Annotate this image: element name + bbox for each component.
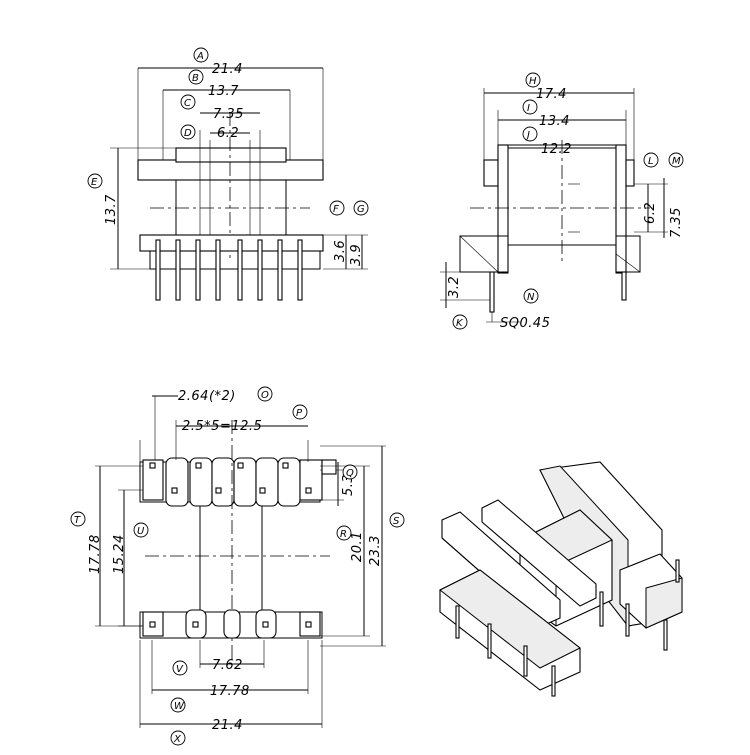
svg-text:M: M: [672, 156, 681, 167]
top-pin-holes: [149, 462, 312, 494]
callout-e: E: [87, 173, 103, 189]
iso-rail-bar-2: [481, 499, 597, 607]
callout-s: S: [389, 512, 405, 528]
callout-g: G: [353, 200, 369, 216]
svg-text:G: G: [357, 204, 365, 215]
svg-text:P: P: [296, 408, 303, 419]
callout-p: P: [292, 404, 308, 420]
isometric-view: [439, 461, 683, 697]
callout-o: O: [257, 386, 273, 402]
svg-text:K: K: [456, 318, 464, 329]
front-top-cap: [175, 147, 287, 163]
callout-q: Q: [342, 464, 358, 480]
dim-x: 21.4: [212, 718, 243, 733]
dim-r: 20.1: [350, 531, 365, 562]
svg-text:X: X: [173, 734, 182, 745]
side-view: 17.4 13.4 12.2 6.2 7.35 3.2 SQ0.45 H I J…: [440, 72, 684, 331]
svg-text:B: B: [192, 73, 199, 84]
front-flange: [137, 159, 324, 181]
svg-text:C: C: [184, 98, 191, 109]
side-pin-left: [489, 271, 495, 313]
front-pins: [155, 239, 303, 301]
front-base-lower: [149, 250, 321, 270]
svg-text:Q: Q: [346, 468, 354, 479]
dim-s: 23.3: [368, 535, 383, 566]
svg-text:I: I: [527, 103, 530, 114]
dim-e: 13.7: [104, 194, 119, 225]
callout-w: W: [170, 697, 186, 713]
bottom-view: 2.64(*2) 2.5*5=12.5 5.3 20.1 23.3 17.78 …: [70, 386, 405, 746]
side-left-flange-top: [483, 159, 499, 187]
dim-a: 21.4: [212, 62, 243, 77]
front-base: [139, 234, 324, 252]
callout-x: X: [170, 730, 186, 746]
dim-p: 2.5*5=12.5: [182, 419, 262, 434]
svg-text:F: F: [333, 204, 339, 215]
dim-k: 3.2: [447, 276, 462, 298]
side-left-wall: [497, 144, 509, 274]
dim-q: 5.3: [341, 474, 356, 496]
svg-text:D: D: [184, 128, 192, 139]
dim-c: 7.35: [213, 107, 244, 122]
svg-text:A: A: [196, 51, 204, 62]
callout-t: T: [70, 511, 86, 527]
dim-o: 2.64(*2): [178, 389, 236, 404]
svg-text:R: R: [340, 529, 347, 540]
side-right-flange-top: [625, 159, 635, 187]
dim-n: SQ0.45: [500, 316, 550, 331]
dim-b: 13.7: [208, 84, 239, 99]
callout-a: A: [193, 47, 209, 63]
callout-i: I: [522, 99, 538, 115]
svg-text:S: S: [393, 516, 400, 527]
iso-pins: [455, 559, 680, 697]
dim-w: 17.78: [210, 684, 250, 699]
side-right-wall: [615, 144, 627, 274]
dim-m: 7.35: [669, 207, 684, 238]
callout-u: U: [133, 522, 149, 538]
svg-text:V: V: [176, 664, 184, 675]
callout-v: V: [172, 660, 188, 676]
side-pin-right: [621, 271, 627, 301]
dim-l: 6.2: [643, 202, 658, 224]
svg-text:U: U: [137, 526, 145, 537]
callout-c: C: [180, 94, 196, 110]
dim-v: 7.62: [212, 658, 243, 673]
dim-t: 17.78: [88, 534, 103, 574]
dim-u: 15.24: [112, 534, 127, 574]
dim-d: 6.2: [217, 126, 239, 141]
svg-text:N: N: [527, 292, 535, 303]
svg-text:J: J: [525, 130, 530, 141]
dim-j: 12.2: [541, 142, 572, 157]
callout-l: L: [643, 152, 659, 168]
callout-n: N: [523, 288, 539, 304]
dim-h: 17.4: [536, 87, 567, 102]
dim-f: 3.6: [333, 240, 348, 262]
svg-text:H: H: [529, 76, 537, 87]
dim-g: 3.9: [349, 244, 364, 266]
callout-h: H: [525, 72, 541, 88]
svg-text:O: O: [261, 390, 269, 401]
svg-text:T: T: [74, 515, 81, 526]
svg-text:W: W: [174, 701, 185, 712]
callout-r: R: [336, 525, 352, 541]
dim-i: 13.4: [539, 114, 570, 129]
callout-f: F: [329, 200, 345, 216]
front-core-body: [175, 179, 287, 236]
callout-j: J: [522, 126, 538, 142]
callout-d: D: [180, 124, 196, 140]
front-view: 21.4 13.7 7.35 6.2 13.7 3.6 3.9 A B C D …: [87, 47, 369, 301]
svg-text:L: L: [648, 156, 654, 167]
callout-m: M: [668, 152, 684, 168]
callout-b: B: [188, 69, 204, 85]
svg-text:E: E: [91, 177, 98, 188]
callout-k: K: [452, 314, 468, 330]
